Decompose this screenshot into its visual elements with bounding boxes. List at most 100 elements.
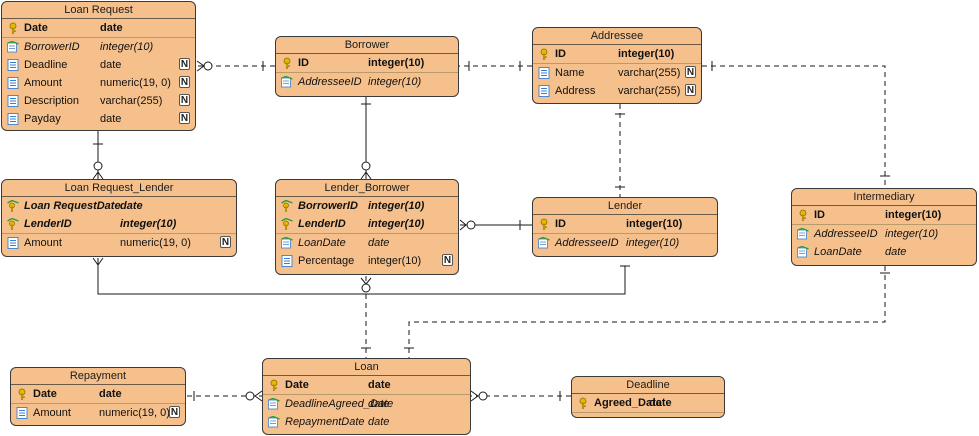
- column-row[interactable]: Address varchar(255) N: [533, 82, 701, 100]
- column-icon: [538, 67, 550, 79]
- foreign-key-icon: [797, 246, 809, 258]
- column-row[interactable]: ID integer(10): [533, 45, 701, 64]
- column-row[interactable]: AddresseeID integer(10): [792, 225, 976, 243]
- key-icon: [540, 48, 548, 60]
- key-icon: [9, 22, 17, 34]
- column-name: LoanDate: [814, 246, 862, 258]
- key-icon: [18, 388, 26, 400]
- foreign-key-icon: [538, 237, 550, 249]
- column-type: integer(10): [368, 57, 425, 69]
- nullable-badge: N: [442, 254, 453, 266]
- column-type: date: [100, 59, 122, 71]
- nullable-badge: N: [685, 84, 696, 96]
- column-row[interactable]: LenderID integer(10): [276, 215, 458, 234]
- column-type: integer(10): [368, 200, 425, 212]
- foreign-key-icon: [7, 41, 19, 53]
- column-name: Loan RequestDate: [24, 200, 121, 212]
- foreign-key-icon: [281, 237, 293, 249]
- nullable-badge: N: [685, 66, 696, 78]
- column-name: Amount: [24, 237, 62, 249]
- nullable-badge: N: [179, 58, 190, 70]
- entity-title: Addressee: [533, 28, 701, 45]
- column-name: ID: [814, 209, 825, 221]
- column-name: DeadlineAgreed_Date: [285, 398, 394, 410]
- column-type: varchar(255): [618, 85, 681, 97]
- primary-foreign-key-icon: [7, 218, 19, 230]
- column-name: Date: [285, 379, 309, 391]
- primary-foreign-key-icon: [281, 200, 293, 212]
- column-type: integer(10): [885, 228, 939, 240]
- column-type: varchar(255): [618, 67, 681, 79]
- column-icon: [538, 85, 550, 97]
- column-row[interactable]: Payday date N: [2, 110, 195, 128]
- column-type: integer(10): [100, 41, 154, 53]
- column-name: Percentage: [298, 255, 355, 267]
- key-icon: [270, 379, 278, 391]
- column-type: date: [100, 113, 122, 125]
- column-name: LenderID: [24, 218, 72, 230]
- nullable-badge: N: [220, 236, 231, 248]
- column-name: Description: [24, 95, 80, 107]
- column-name: Amount: [33, 407, 71, 419]
- column-name: Address: [555, 85, 596, 97]
- column-name: Payday: [24, 113, 61, 125]
- nullable-badge: N: [179, 94, 190, 106]
- nullable-badge: N: [179, 112, 190, 124]
- nullable-badge: N: [179, 76, 190, 88]
- key-icon: [799, 209, 807, 221]
- key-icon: [283, 57, 291, 69]
- foreign-key-icon: [268, 416, 280, 428]
- column-name: LoanDate: [298, 237, 346, 249]
- column-type: numeric(19, 0): [99, 407, 170, 419]
- entity-title: Loan Request_Lender: [2, 180, 236, 197]
- column-name: AddresseeID: [298, 76, 362, 88]
- column-name: Name: [555, 67, 585, 79]
- column-name: ID: [555, 48, 566, 60]
- column-type: integer(10): [368, 218, 425, 230]
- column-name: AddresseeID: [555, 237, 619, 249]
- rel-lender-lrlender: [97, 258, 626, 295]
- column-type: integer(10): [618, 48, 675, 60]
- key-icon: [579, 397, 587, 409]
- column-name: LenderID: [298, 218, 346, 230]
- column-row[interactable]: Name varchar(255) N: [533, 64, 701, 82]
- rel-intermediary-loan: [408, 266, 886, 358]
- column-name: AddresseeID: [814, 228, 878, 240]
- entity-title: Deadline: [572, 377, 724, 394]
- column-icon: [16, 407, 28, 419]
